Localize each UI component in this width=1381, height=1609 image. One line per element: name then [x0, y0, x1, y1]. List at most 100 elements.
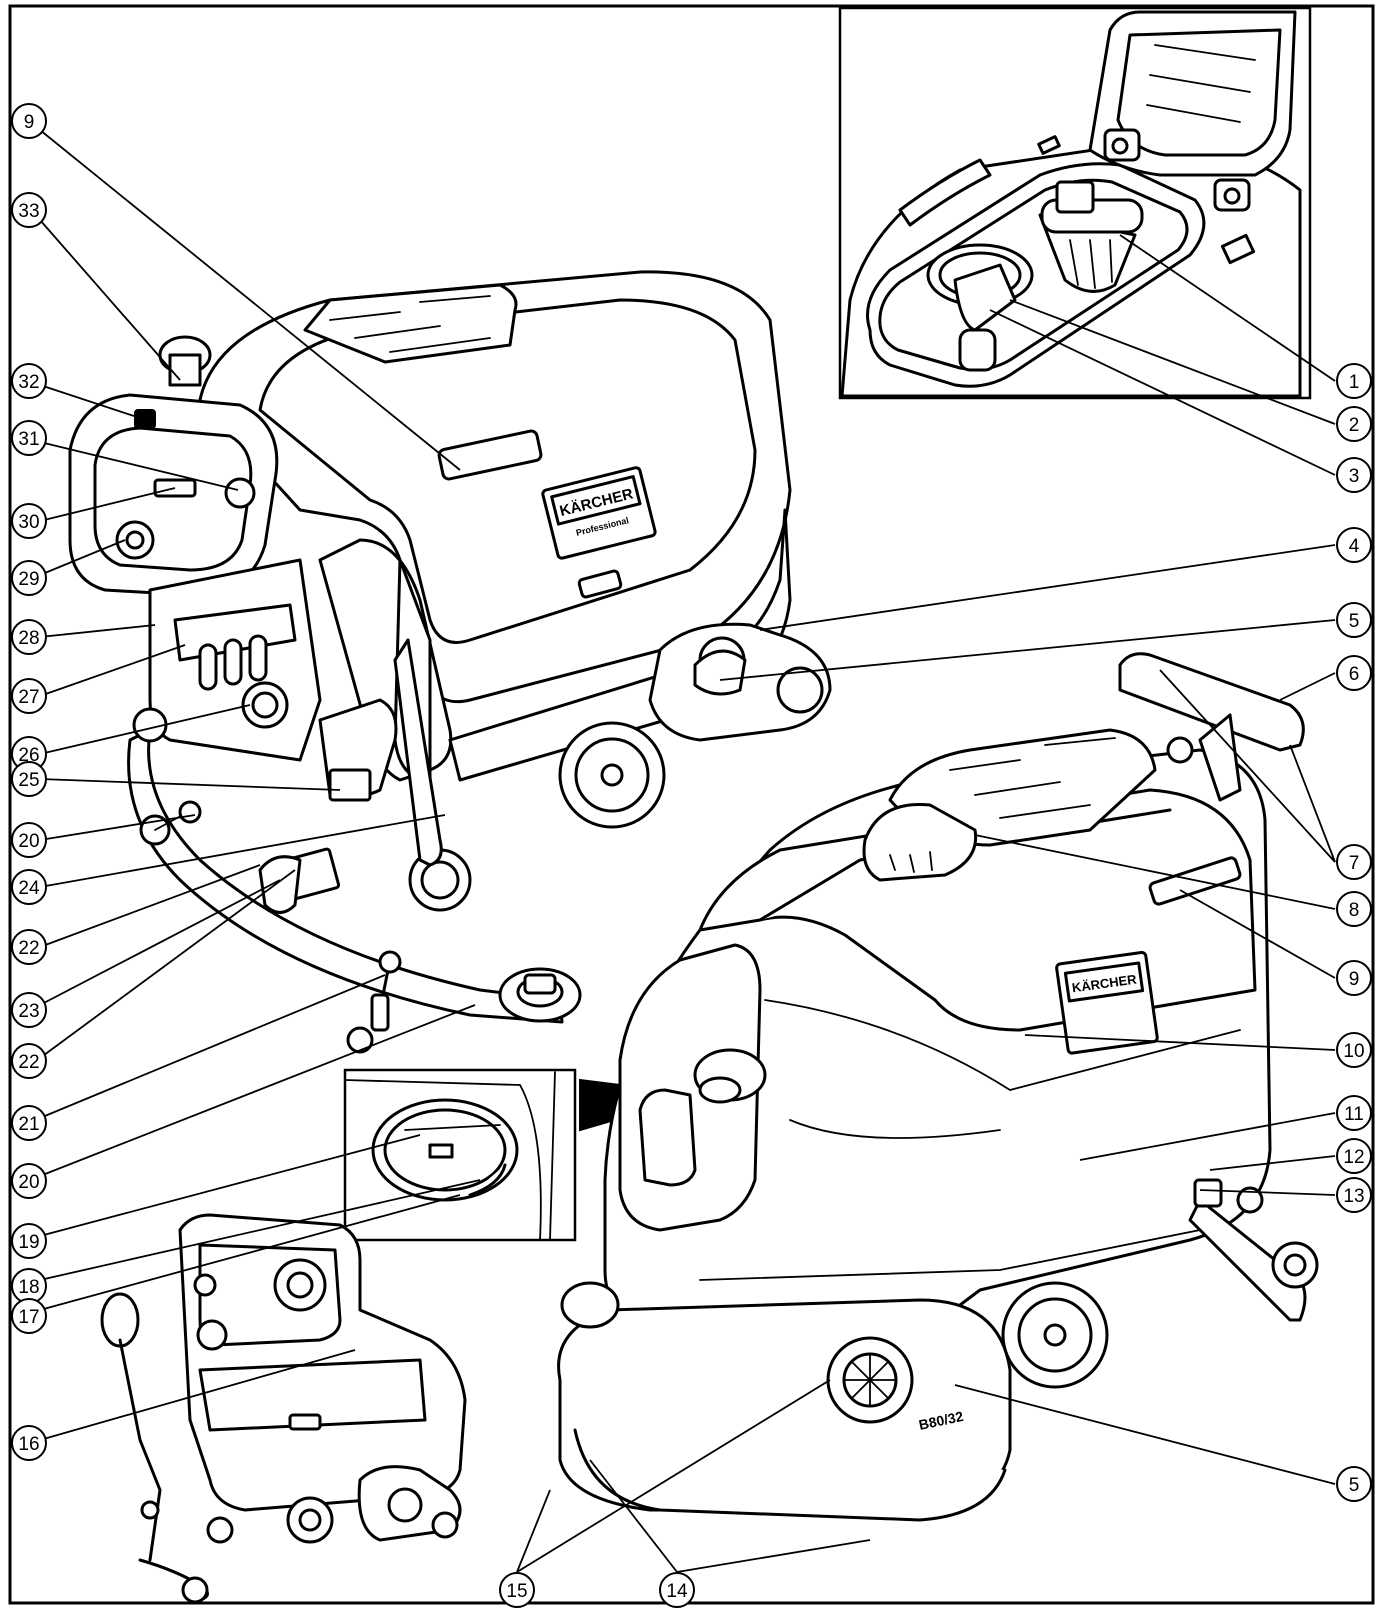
callout-circle [1336, 527, 1372, 563]
callout-number: 7 [1349, 853, 1360, 874]
callout-25: 25 [11, 761, 47, 797]
callout-17: 17 [11, 1298, 47, 1334]
callout-number: 3 [1349, 466, 1360, 487]
leader-line-13 [1199, 1189, 1336, 1196]
callout-5: 5 [1336, 1466, 1372, 1502]
leader-line-20 [39, 814, 196, 841]
callout-circle [11, 1298, 47, 1334]
callout-32: 32 [11, 363, 47, 399]
callout-circle [1336, 891, 1372, 927]
callout-circle [11, 992, 47, 1028]
callout-number: 29 [18, 569, 39, 590]
leader-line-23 [39, 879, 281, 1006]
callout-27: 27 [11, 678, 47, 714]
callout-circle [11, 1223, 47, 1259]
callout-circle [1336, 1177, 1372, 1213]
callout-6: 6 [1336, 655, 1372, 691]
callout-circle [1336, 844, 1372, 880]
callout-circle [11, 420, 47, 456]
callout-number: 19 [18, 1232, 39, 1253]
callout-3: 3 [1336, 457, 1372, 493]
leader-line-33 [39, 219, 181, 381]
callout-number: 21 [18, 1114, 39, 1135]
callout-number: 20 [18, 831, 39, 852]
callout-number: 22 [18, 1052, 39, 1073]
callout-18: 18 [11, 1268, 47, 1304]
callout-22: 22 [11, 929, 47, 965]
leader-line-22 [39, 864, 261, 948]
callout-number: 8 [1349, 900, 1360, 921]
callout-circle [499, 1572, 535, 1608]
callout-10: 10 [1336, 1032, 1372, 1068]
leader-line-28 [39, 624, 156, 638]
callout-number: 17 [18, 1307, 39, 1328]
callout-number: 22 [18, 938, 39, 959]
callout-number: 31 [18, 429, 39, 450]
callout-number: 30 [18, 512, 39, 533]
callout-number: 25 [18, 770, 39, 791]
callout-number: 13 [1343, 1186, 1364, 1207]
leader-line-32 [39, 384, 141, 419]
leader-line-15 [516, 1489, 551, 1573]
leader-line-25 [39, 778, 341, 791]
callout-number: 6 [1349, 664, 1360, 685]
callout-circle [11, 761, 47, 797]
callout-16: 16 [11, 1425, 47, 1461]
leader-line-2 [1009, 299, 1336, 425]
leader-line-17 [39, 1194, 461, 1311]
callout-29: 29 [11, 560, 47, 596]
callout-number: 2 [1349, 415, 1360, 436]
leader-line-12 [1209, 1155, 1336, 1171]
callout-labels: 1234567891011121359333231302928272625202… [11, 103, 1372, 1608]
callout-21: 21 [11, 1105, 47, 1141]
callout-number: 32 [18, 372, 39, 393]
leader-line-7 [1289, 744, 1336, 863]
callout-number: 18 [18, 1277, 39, 1298]
callout-4: 4 [1336, 527, 1372, 563]
leader-line-9 [39, 129, 461, 471]
callout-circle [11, 560, 47, 596]
callout-number: 5 [1349, 1475, 1360, 1496]
callout-22: 22 [11, 1043, 47, 1079]
leader-line-14 [589, 1459, 678, 1573]
leader-line-1 [1119, 234, 1336, 382]
callout-number: 5 [1349, 611, 1360, 632]
callout-circle [11, 822, 47, 858]
callout-circle [11, 619, 47, 655]
leader-line-31 [39, 441, 239, 491]
callout-number: 16 [18, 1434, 39, 1455]
leader-line-16 [39, 1349, 356, 1441]
leader-line-3 [989, 309, 1336, 476]
callout-number: 14 [666, 1581, 688, 1602]
callout-circle [1336, 457, 1372, 493]
callout-number: 26 [18, 745, 39, 766]
callout-number: 23 [18, 1001, 39, 1022]
callout-13: 13 [1336, 1177, 1372, 1213]
callout-number: 4 [1349, 536, 1360, 557]
leader-line-22 [39, 869, 296, 1059]
leader-line-5 [719, 619, 1336, 681]
callout-number: 1 [1349, 372, 1360, 393]
callout-5: 5 [1336, 602, 1372, 638]
leader-line-15 [516, 1379, 831, 1573]
leader-line-14 [676, 1539, 871, 1573]
leader-line-30 [39, 487, 176, 522]
callout-20: 20 [11, 822, 47, 858]
callout-number: 9 [24, 112, 35, 133]
callout-circle [11, 1425, 47, 1461]
callout-number: 20 [18, 1172, 39, 1193]
leader-line-7 [1159, 669, 1336, 863]
callout-circle [1336, 1095, 1372, 1131]
callout-circle [1336, 960, 1372, 996]
callout-31: 31 [11, 420, 47, 456]
callout-circle [1336, 655, 1372, 691]
callout-number: 24 [18, 878, 40, 899]
callout-7: 7 [1336, 844, 1372, 880]
callout-circle [11, 103, 47, 139]
callout-circle [11, 1105, 47, 1141]
leader-line-21 [39, 974, 386, 1119]
leader-line-27 [39, 644, 186, 697]
callout-circle [11, 869, 47, 905]
callout-circle [659, 1572, 695, 1608]
